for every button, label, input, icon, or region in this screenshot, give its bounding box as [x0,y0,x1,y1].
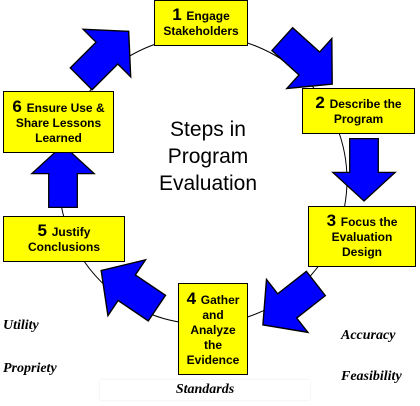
step-3-number: 3 [326,211,341,230]
step-5-label-line: Conclusions [27,240,100,254]
step-1-number: 1 [172,5,187,24]
standard-propriety: Propriety [3,361,57,376]
standard-feasibility: Feasibility [341,369,402,384]
diagram-title-line: Steps in [170,118,246,141]
step-1-label-line: Stakeholders [163,24,239,38]
step-3-label-line: Design [341,245,382,259]
step-5-number: 5 [37,221,52,240]
diagram-title-line: Program [167,145,249,168]
standard-utility: Utility [3,318,39,333]
step-5-label-line: Justify [51,225,91,239]
diagram-title: Steps in Program Evaluation [148,116,268,197]
step-4-label-line: Gather [200,292,240,307]
step-2-label-line: Program [333,112,384,126]
arrow-step2-to-step3 [331,137,397,202]
step-6-number: 6 [12,96,27,116]
step-3-box: 3 Focus the Evaluation Design [308,206,416,267]
step-6-label-line: Learned [35,130,82,145]
arrow-step3-to-step4 [262,270,327,334]
step-6-box: 6 Ensure Use & Share Lessons Learned [3,91,114,153]
arrow-step4-to-step5 [100,258,167,322]
standard-accuracy: Accuracy [341,328,396,343]
arrow-step5-to-step6 [30,144,96,209]
diagram-title-line: Evaluation [158,172,258,195]
step-4-label-line: Analyze [190,322,236,337]
step-3-label-line: Focus the [340,215,398,229]
step-2-box: 2 Describe the Program [302,88,415,134]
arrow-step6-to-step1 [69,28,132,91]
step-6-label-line: Share Lessons [15,115,102,130]
step-4-label-line: the [204,337,222,352]
step-1-label-line: Engage [186,9,230,23]
step-6-label-line: Ensure Use & [26,100,105,115]
step-4-number: 4 [186,288,201,308]
step-2-number: 2 [315,93,330,112]
step-5-box: 5 Justify Conclusions [3,216,125,262]
step-3-label-line: Evaluation [331,230,393,244]
step-1-box: 1 Engage Stakeholders [154,0,248,46]
step-4-label-line: Evidence [186,352,240,367]
step-4-label-line: and [202,307,224,322]
step-4-box: 4 Gather and Analyze the Evidence [178,283,248,375]
step-2-label-line: Describe the [329,97,402,111]
arrow-step1-to-step2 [270,26,333,90]
standards-label: Standards [100,380,310,400]
